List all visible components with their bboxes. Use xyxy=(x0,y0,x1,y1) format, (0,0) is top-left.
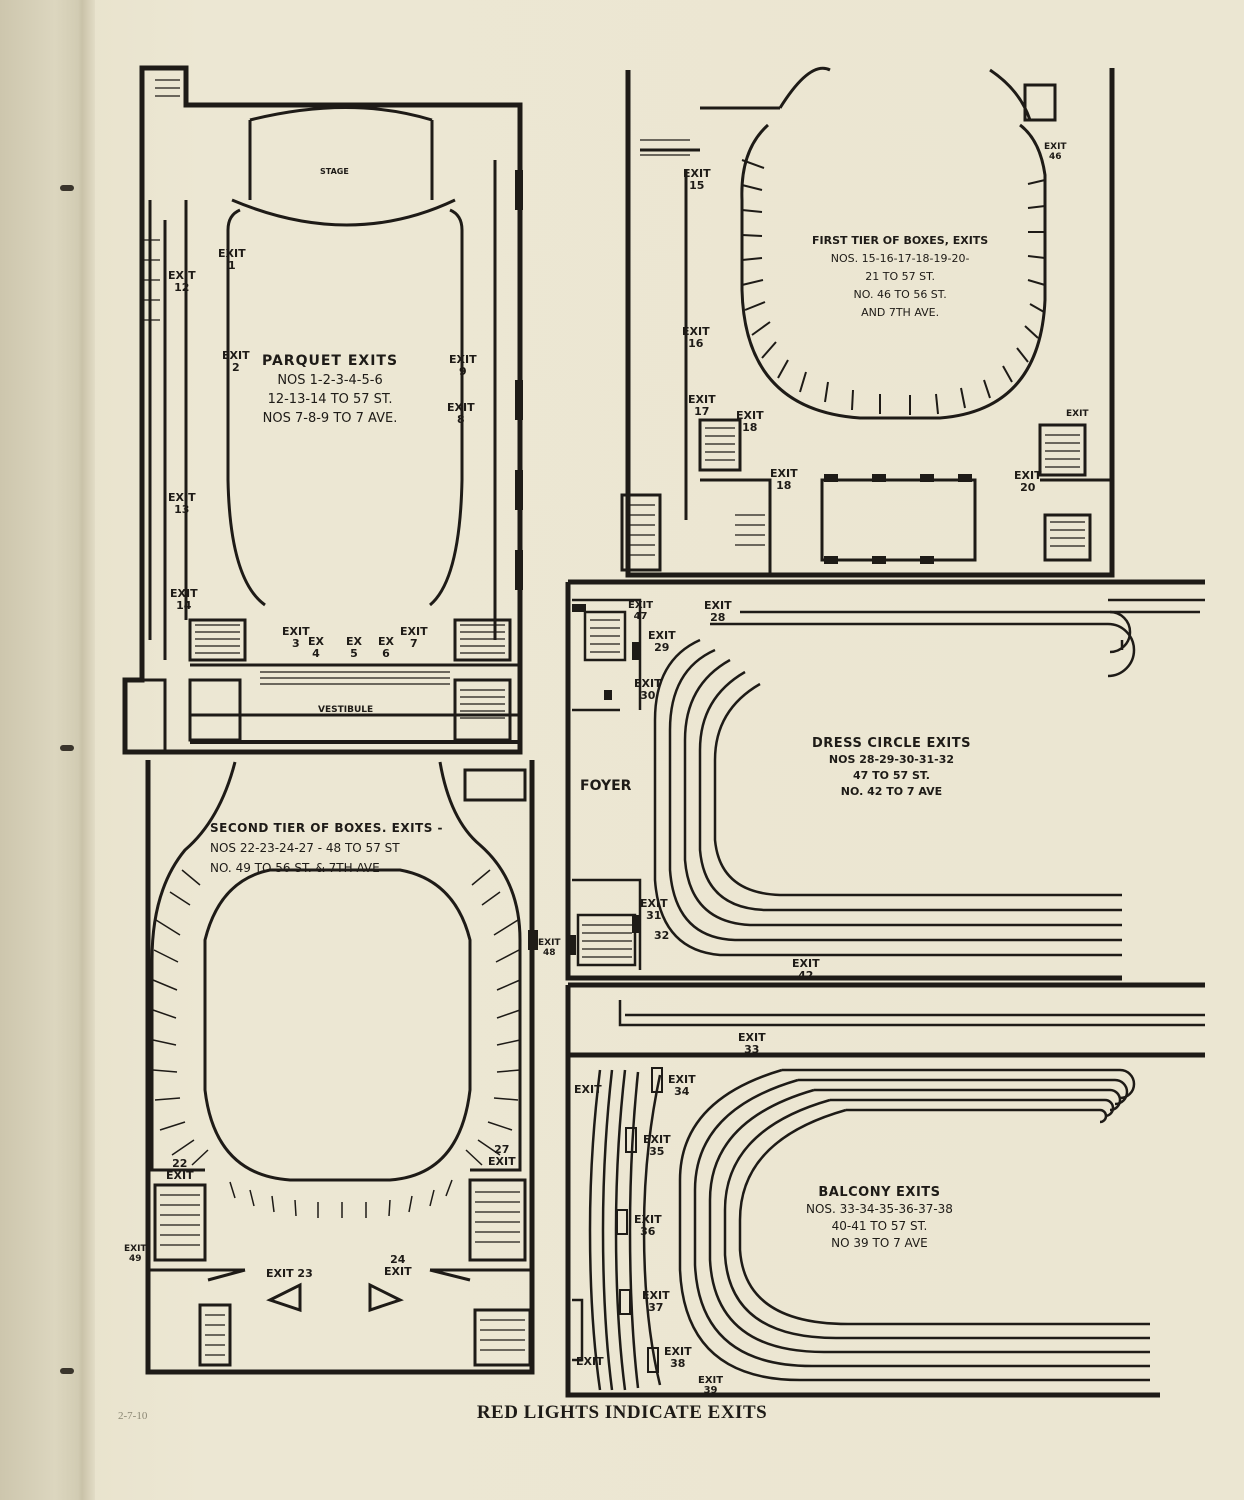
exit-marker: EXIT xyxy=(1066,409,1089,419)
exit-marker: EXIT xyxy=(574,1083,602,1096)
exit-marker: EXIT xyxy=(576,1355,604,1368)
legend-line: 40-41 TO 57 ST. xyxy=(831,1219,928,1233)
legend-line: NO. 42 TO 7 AVE xyxy=(840,785,943,798)
legend-line: 47 TO 57 ST. xyxy=(853,769,930,782)
binding-stitch xyxy=(60,1368,74,1374)
legend-line: AND 7TH AVE. xyxy=(861,306,940,319)
balcony-exits-title: BALCONY EXITS xyxy=(818,1185,941,1200)
parquet-exits-legend: PARQUET EXITS NOS 1-2-3-4-5-6 12-13-14 T… xyxy=(262,352,398,428)
parquet-exits-title: PARQUET EXITS xyxy=(262,353,399,369)
dress-circle-plan: FOYER DRESS CIRCLE EXITS NOS 28-29-30-31… xyxy=(565,579,1205,982)
legend-line: NO. 46 TO 56 ST. xyxy=(853,288,947,301)
binding-edge xyxy=(0,0,95,1500)
stage-label: STAGE xyxy=(320,167,349,176)
legend-line: NO. 49 TO 56 ST. & 7TH AVE xyxy=(210,861,380,875)
dress-circle-exits-legend: DRESS CIRCLE EXITS NOS 28-29-30-31-32 47… xyxy=(812,736,971,800)
dress-circle-floorplan-drawing xyxy=(565,579,1205,981)
parquet-plan: STAGE VESTIBULE PARQUET EXITS NOS 1-2-3-… xyxy=(0,0,560,760)
legend-line: 21 TO 57 ST. xyxy=(865,270,935,283)
balcony-exits-legend: BALCONY EXITS NOS. 33-34-35-36-37-38 40-… xyxy=(806,1184,953,1252)
legend-line: NOS. 15-16-17-18-19-20- xyxy=(830,252,970,265)
first-tier-exits-legend: FIRST TIER OF BOXES, EXITS NOS. 15-16-17… xyxy=(812,232,988,322)
footer-caption: RED LIGHTS INDICATE EXITS xyxy=(476,1402,768,1423)
second-tier-floorplan-drawing xyxy=(145,760,538,1375)
legend-line: NOS 1-2-3-4-5-6 xyxy=(277,373,383,388)
legend-line: NOS 28-29-30-31-32 xyxy=(828,753,955,766)
legend-line: NO 39 TO 7 AVE xyxy=(831,1236,928,1250)
balcony-plan: BALCONY EXITS NOS. 33-34-35-36-37-38 40-… xyxy=(565,982,1205,1398)
foyer-label: FOYER xyxy=(580,778,632,794)
exit-marker: EXIT 23 xyxy=(266,1267,313,1280)
legend-line: NOS 22-23-24-27 - 48 TO 57 ST xyxy=(210,841,400,855)
second-tier-exits-legend: SECOND TIER OF BOXES. EXITS - NOS 22-23-… xyxy=(210,818,443,878)
first-tier-floorplan-drawing xyxy=(620,66,1115,578)
first-tier-exits-title: FIRST TIER OF BOXES, EXITS xyxy=(812,234,989,247)
binding-stitch xyxy=(60,185,74,191)
legend-line: NOS. 33-34-35-36-37-38 xyxy=(806,1202,953,1216)
parquet-floorplan-drawing xyxy=(122,65,523,755)
legend-line: 12-13-14 TO 57 ST. xyxy=(267,392,393,407)
pencil-date-note: 2-7-10 xyxy=(118,1410,148,1422)
second-tier-exits-title: SECOND TIER OF BOXES. EXITS - xyxy=(210,821,444,835)
binding-stitch xyxy=(60,745,74,751)
first-tier-plan: FIRST TIER OF BOXES, EXITS NOS. 15-16-17… xyxy=(0,0,1244,600)
second-tier-plan: SECOND TIER OF BOXES. EXITS - NOS 22-23-… xyxy=(0,0,561,1400)
exit-marker: 32 xyxy=(654,929,670,942)
vestibule-label: VESTIBULE xyxy=(318,705,374,715)
dress-circle-exits-title: DRESS CIRCLE EXITS xyxy=(812,736,971,751)
legend-line: NOS 7-8-9 TO 7 AVE. xyxy=(262,411,398,426)
balcony-floorplan-drawing xyxy=(565,982,1205,1398)
